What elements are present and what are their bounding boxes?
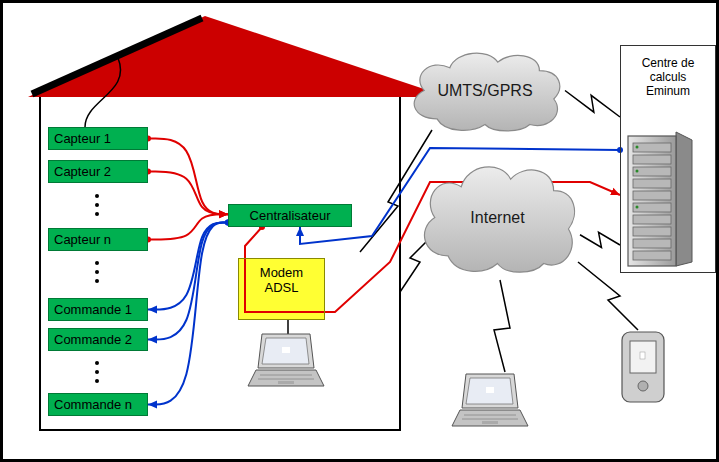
laptop-cable (287, 320, 289, 334)
connector (148, 139, 228, 215)
cloud-shape (414, 53, 560, 131)
connector (148, 222, 228, 339)
connector (565, 91, 620, 118)
server-icon (628, 132, 692, 266)
laptop-icon (452, 374, 528, 426)
cloud-shape (424, 167, 574, 272)
node-label: UMTS/GPRS (437, 82, 532, 100)
node-label: Centralisateur (250, 208, 331, 223)
sensor-box: Capteur n (48, 228, 148, 251)
connector (148, 172, 228, 215)
datacenter-box: Centre de calculs Eminum (620, 45, 716, 273)
node-label: Commande n (54, 397, 132, 412)
command-box: Commande 2 (48, 328, 148, 351)
ellipsis-dots (95, 194, 99, 383)
modem-fill (238, 258, 325, 320)
node-label: Capteur 1 (54, 131, 111, 146)
controller-box: Centralisateur (228, 204, 352, 227)
pda-icon (622, 332, 664, 402)
laptop-icon (248, 334, 324, 386)
sensor-box: Capteur 1 (48, 127, 148, 150)
node-label: Internet (470, 209, 524, 227)
modem-box: Modem ADSL (238, 258, 325, 320)
connector (580, 232, 620, 247)
connector (148, 214, 228, 239)
sensor-box: Capteur 2 (48, 160, 148, 183)
connector (148, 222, 228, 309)
connector (148, 222, 228, 404)
node-label: Centre de calculs Eminum (627, 56, 709, 98)
command-box: Commande 1 (48, 298, 148, 321)
roof (28, 16, 448, 97)
node-label: Commande 2 (54, 332, 132, 347)
node-label: Capteur n (54, 232, 111, 247)
wireless-link (360, 130, 638, 372)
node-label: Modem ADSL (257, 265, 306, 295)
node-label: Capteur 2 (54, 164, 111, 179)
node-label: Commande 1 (54, 302, 132, 317)
network-cloud: Internet (415, 160, 580, 275)
panel-wire (85, 58, 121, 127)
network-cloud: UMTS/GPRS (405, 48, 565, 133)
house-wall (40, 97, 400, 430)
command-box: Commande n (48, 393, 148, 416)
